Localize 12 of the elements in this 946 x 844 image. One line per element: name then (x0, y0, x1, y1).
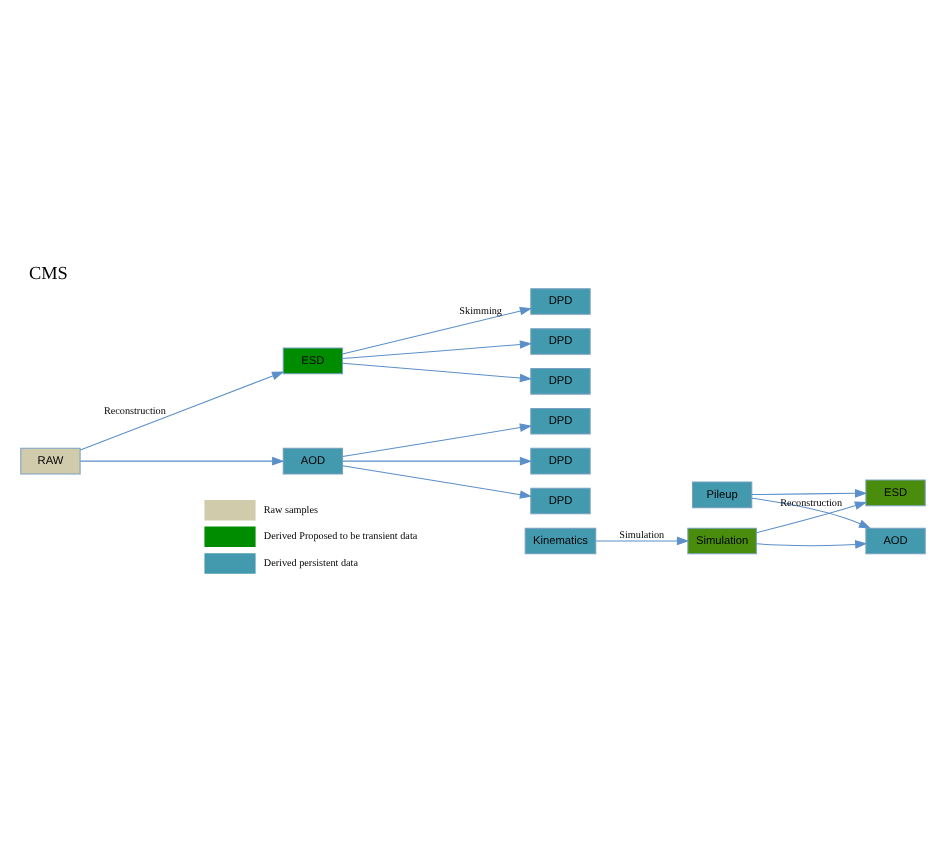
arrow (342, 456, 533, 466)
arrow (342, 362, 533, 383)
arrow (79, 371, 285, 451)
diagram-title: CMS (28, 262, 68, 283)
arrow (342, 423, 533, 457)
arrow (595, 536, 690, 546)
arrow (79, 456, 285, 466)
arrow (751, 489, 868, 498)
arrow (342, 465, 533, 499)
arrow (342, 340, 533, 360)
arrow (342, 306, 533, 355)
arrow (755, 540, 868, 549)
